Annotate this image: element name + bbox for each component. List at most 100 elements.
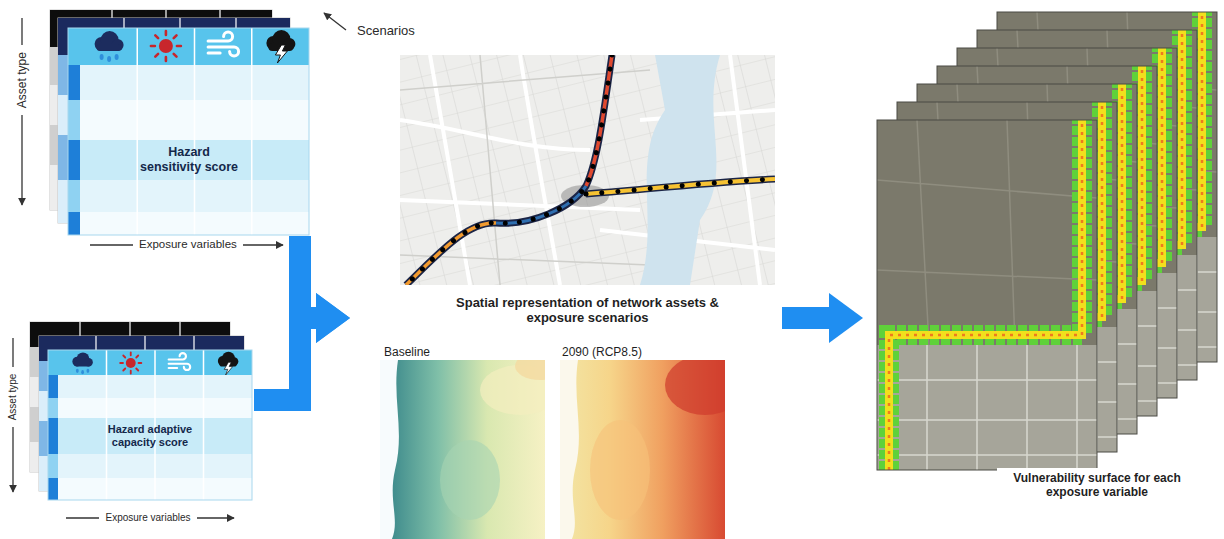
map-panel-text: Spatial representation of network assets… [453, 295, 723, 326]
network-map [406, 55, 612, 285]
matrix-card: Hazard adaptive capacity score [48, 350, 252, 500]
axis-arrow [12, 338, 13, 367]
sensitivity-matrix-stack [68, 140, 80, 180]
sensitivity-matrix-stack [68, 212, 309, 235]
matrix-card: Hazard sensitivity score [68, 28, 309, 235]
heatmap-panel-text: 2090 (RCP8.5) [562, 345, 642, 359]
adaptive-matrix-stack [39, 391, 48, 421]
axis-arrow [66, 517, 99, 518]
sensitivity-matrix-stack [58, 180, 68, 223]
network-map [586, 179, 775, 194]
adaptive-matrix-stack [72, 352, 92, 374]
flow-arrow [300, 236, 316, 318]
axis-label: Asset type [15, 52, 29, 108]
adaptive-matrix-stack [39, 361, 48, 391]
sensitivity-matrix-stack [208, 32, 239, 56]
baseline-heatmap [440, 440, 500, 520]
sensitivity-matrix-stack [68, 65, 80, 100]
sensitivity-matrix-stack [68, 100, 80, 140]
adaptive-matrix-stack [48, 350, 252, 500]
heatmap-panel: 2090 (RCP8.5) [560, 340, 725, 539]
network-map [586, 179, 775, 194]
network-map [400, 55, 775, 285]
sensitivity-matrix-stack [58, 55, 68, 95]
projection-heatmap [560, 360, 579, 539]
sensitivity-matrix-stack [68, 65, 309, 100]
adaptive-matrix-stack [120, 352, 141, 373]
axis-label: Scenarios [357, 23, 415, 39]
adaptive-matrix-stack [48, 350, 252, 375]
adaptive-matrix-stack [48, 398, 58, 418]
projection-heatmap [665, 360, 725, 415]
sensitivity-matrix-stack [266, 30, 295, 63]
adaptive-matrix-stack [48, 375, 252, 398]
adaptive-matrix-stack [169, 353, 191, 370]
surface-stack: Vulnerability surface for each exposure … [865, 8, 1224, 510]
axis-label: Asset type [7, 373, 19, 420]
adaptive-matrix-stack [218, 352, 238, 375]
adaptive-matrix-stack [48, 418, 252, 454]
sensitivity-matrix-stack [137, 28, 252, 235]
vulnerability-surface-stack [877, 120, 1097, 470]
sensitivity-matrix-stack [68, 28, 309, 65]
axis-arrow [324, 13, 346, 30]
adaptive-matrix-stack [48, 454, 58, 478]
baseline-heatmap [380, 360, 545, 539]
adaptive-matrix-stack [48, 478, 252, 500]
surface-stack-text: Vulnerability surface for each exposure … [997, 468, 1197, 503]
network-map [406, 55, 612, 285]
sensitivity-matrix-stack [68, 180, 309, 212]
adaptive-matrix-stack [48, 418, 58, 454]
baseline-heatmap [515, 360, 545, 380]
heatmap-panel-text: Baseline [384, 345, 430, 359]
adaptive-matrix-stack [48, 478, 58, 500]
adaptive-matrix-stack [107, 350, 204, 500]
matrix-card-text: Hazard adaptive capacity score [100, 423, 200, 449]
flow-arrow [782, 307, 829, 329]
sensitivity-matrix-stack [58, 95, 68, 135]
heatmap-panel: Baseline [380, 340, 545, 539]
axis-label: Exposure variables [139, 238, 237, 252]
network-map [496, 186, 586, 223]
sensitivity-matrix-stack [68, 140, 309, 180]
sensitivity-matrix-stack [68, 212, 80, 235]
network-map [406, 223, 496, 285]
axis-arrow [197, 517, 234, 518]
adaptive-matrix-stack [39, 456, 48, 491]
matrix-card-text: Hazard sensitivity score [138, 145, 240, 175]
network-map [400, 55, 650, 285]
axis-label: Exposure variables [106, 512, 191, 524]
sensitivity-matrix-stack [50, 10, 309, 235]
adaptive-matrix-stack [48, 350, 252, 500]
projection-heatmap [560, 360, 725, 539]
axis-arrow [21, 115, 22, 205]
network-map [586, 179, 775, 194]
sensitivity-matrix-stack [68, 100, 309, 140]
axis-arrow [90, 244, 133, 245]
axis-arrow [13, 13, 346, 518]
axis-arrow [12, 427, 13, 492]
baseline-heatmap [380, 360, 399, 539]
axis-arrow [243, 244, 283, 245]
flow-arrow [254, 318, 316, 400]
map-panel: Spatial representation of network assets… [352, 50, 780, 330]
adaptive-matrix-stack [48, 375, 58, 398]
network-map [586, 55, 612, 186]
projection-heatmap [590, 420, 650, 520]
sensitivity-matrix-stack [68, 28, 309, 235]
sensitivity-matrix-stack [151, 31, 181, 61]
adaptive-matrix-stack [39, 421, 48, 456]
sensitivity-matrix-stack [68, 180, 80, 212]
adaptive-matrix-stack [48, 398, 252, 418]
network-map [400, 55, 775, 285]
adaptive-matrix-stack [48, 454, 252, 478]
adaptive-matrix-stack [30, 322, 252, 500]
network-map [640, 55, 720, 285]
sensitivity-matrix-stack [95, 31, 124, 62]
axis-arrow [21, 18, 22, 45]
sensitivity-matrix-stack [68, 28, 309, 235]
